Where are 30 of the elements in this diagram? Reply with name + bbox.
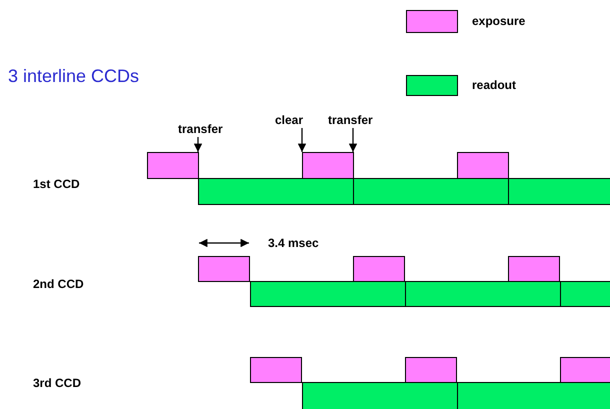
readout-bar	[560, 281, 610, 307]
exposure-bar	[147, 152, 199, 179]
readout-bar	[302, 382, 458, 409]
arrow	[194, 137, 202, 152]
readout-bar	[457, 382, 610, 409]
exposure-bar	[302, 152, 354, 179]
legend-label: readout	[472, 78, 516, 92]
exposure-bar	[405, 357, 457, 383]
annotation-text: transfer	[328, 113, 373, 127]
exposure-bar	[457, 152, 509, 179]
arrow	[348, 128, 358, 152]
readout-bar	[508, 178, 610, 205]
readout-bar	[198, 178, 354, 205]
row-label: 1st CCD	[33, 177, 80, 191]
exposure-bar	[198, 256, 250, 282]
exposure-bar	[560, 357, 610, 383]
legend-label: exposure	[472, 14, 526, 28]
dimension-label: 3.4 msec	[268, 236, 319, 250]
row-label: 2nd CCD	[33, 277, 84, 291]
row-label: 3rd CCD	[33, 376, 82, 390]
arrow	[298, 128, 306, 152]
readout-bar	[353, 178, 509, 205]
readout-bar	[405, 281, 561, 307]
annotation-text: transfer	[178, 122, 223, 136]
readout-bar	[250, 281, 406, 307]
exposure-bar	[353, 256, 405, 282]
diagram-title: 3 interline CCDs	[8, 66, 140, 87]
exposure-bar	[508, 256, 560, 282]
exposure-bar	[250, 357, 302, 383]
annotation-text: clear	[275, 113, 304, 127]
